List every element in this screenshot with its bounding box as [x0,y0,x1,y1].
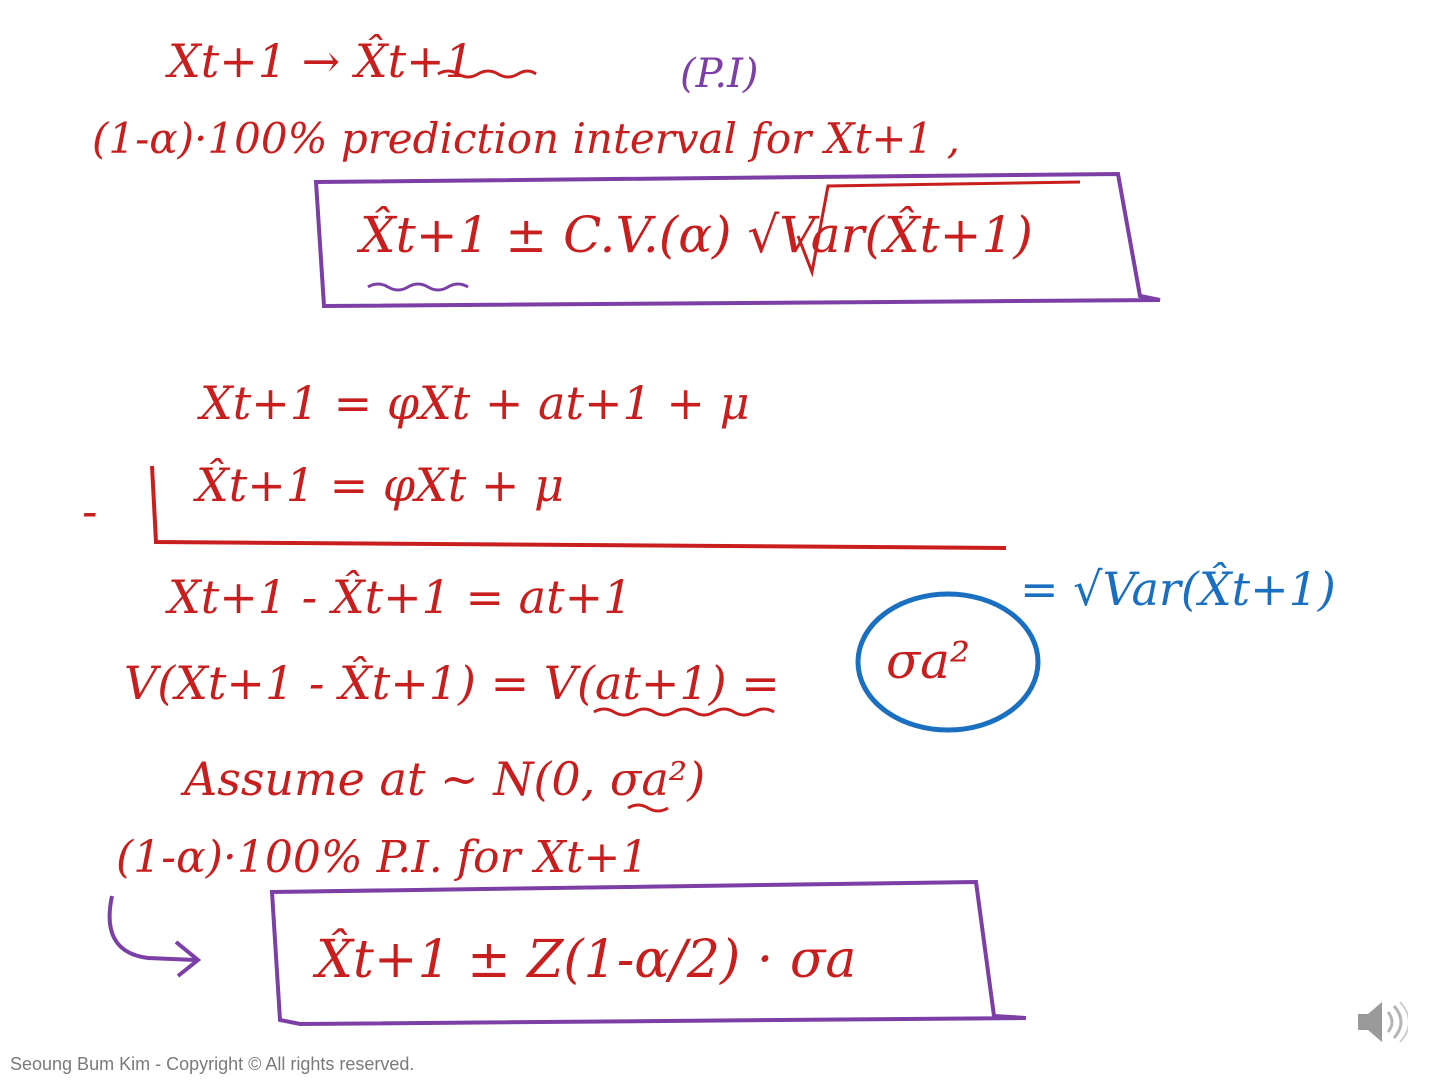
box-1-formula: X̂t+1 ± C.V.(α) √Var(X̂t+1) [360,206,1033,264]
equation-1: Xt+1 = φXt + at+1 + μ [200,376,750,430]
wavy-underline-1 [367,282,469,292]
equation-2: X̂t+1 = φXt + μ [196,458,564,512]
line-1: Xt+1 → X̂t+1 [168,34,474,88]
circled-sigma: σa² [886,632,970,690]
arrow-curve [107,895,197,962]
arrow-head [174,940,202,978]
line-2: (1-α)·100% prediction interval for Xt+1 … [92,114,960,163]
box-2-outline [269,879,1027,1027]
equation-3: Xt+1 - X̂t+1 = at+1 [168,570,633,624]
wavy-underline-top [437,69,537,79]
wavy-underline-n [627,803,669,813]
minus-sign: - [82,484,98,538]
speaker-icon[interactable] [1352,996,1410,1048]
sqrt-sign-box1 [796,180,1081,278]
circle-sigma [855,591,1041,733]
line-3: (1-α)·100% P.I. for Xt+1 [116,832,649,883]
equation-4: V(Xt+1 - X̂t+1) = V(at+1) = [124,656,780,710]
blue-equation: = √Var(X̂t+1) [1020,562,1336,616]
copyright-footer: Seoung Bum Kim - Copyright © All rights … [10,1054,415,1074]
assume-line: Assume at ~ N(0, σa²) [184,752,706,806]
box-2-formula: X̂t+1 ± Z(1-α/2) · σa [316,930,857,990]
subtraction-line [150,465,1007,550]
box-1-outline [313,171,1161,309]
pi-label: (P.I) [680,51,759,97]
wavy-underline-v [593,707,775,717]
